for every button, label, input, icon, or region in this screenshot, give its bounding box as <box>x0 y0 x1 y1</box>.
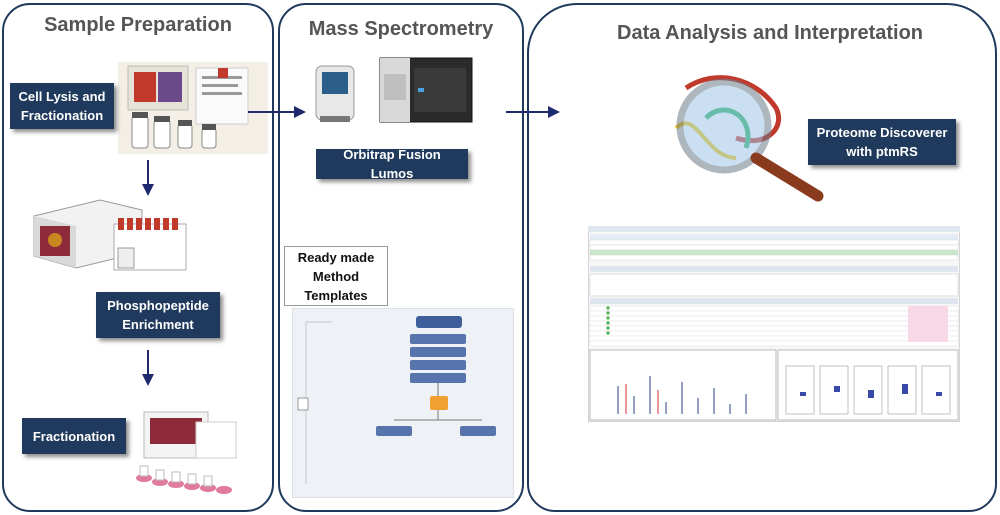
phosphopeptide-kit-image <box>33 199 187 271</box>
mass-spectrometer-image <box>315 57 473 123</box>
phosphopeptide-enrichment-label: Phosphopeptide Enrichment <box>96 292 220 338</box>
fractionation-label: Fractionation <box>22 418 126 454</box>
sample-preparation-title: Sample Preparation <box>44 14 232 36</box>
cell-lysis-kit-image <box>118 62 268 154</box>
method-templates-label: Ready made Method Templates <box>284 246 388 306</box>
software-screenshot <box>588 226 960 422</box>
data-analysis-title: Data Analysis and Interpretation <box>617 22 923 44</box>
method-template-screenshot <box>292 308 514 498</box>
arrow-right-1 <box>248 106 306 118</box>
arrow-right-2 <box>506 106 560 118</box>
arrow-down-1 <box>142 160 154 196</box>
orbitrap-label: Orbitrap Fusion Lumos <box>316 147 468 181</box>
fractionation-kit-image <box>136 411 237 494</box>
magnifying-glass-protein-image <box>674 75 824 202</box>
proteome-discoverer-label: Proteome Discoverer with ptmRS <box>808 119 956 165</box>
cell-lysis-label: Cell Lysis and Fractionation <box>10 83 114 129</box>
mass-spectrometry-title: Mass Spectrometry <box>308 18 494 40</box>
arrow-down-2 <box>142 350 154 386</box>
